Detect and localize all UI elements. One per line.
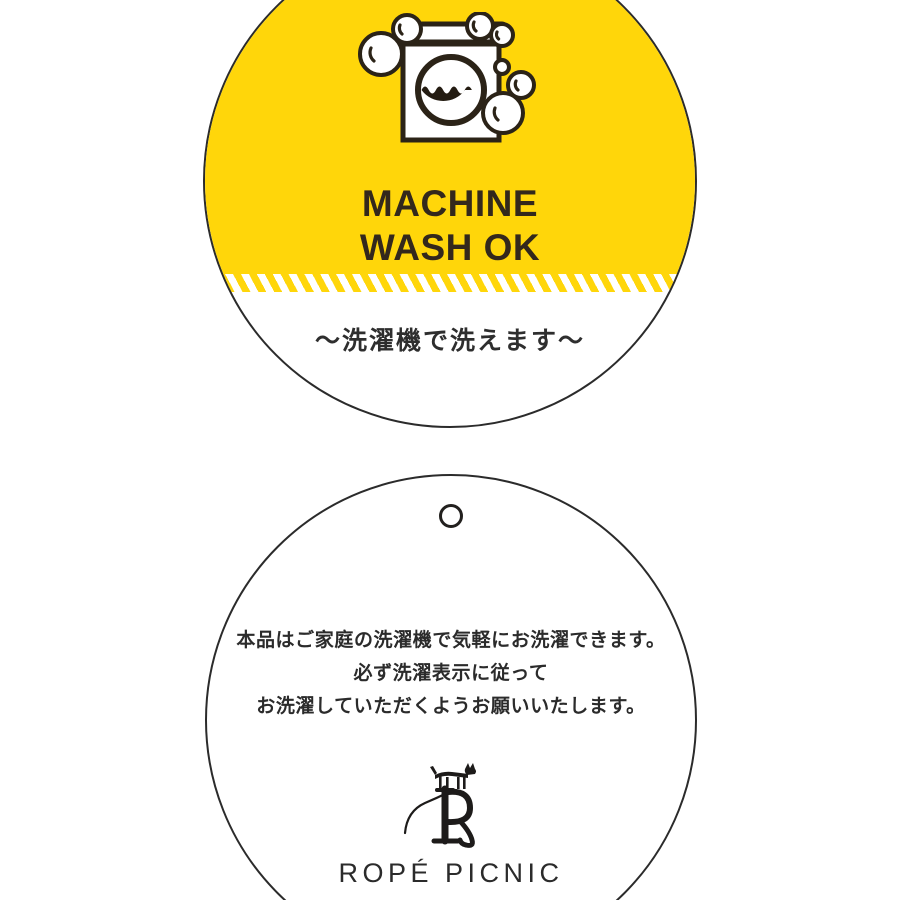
care-instructions-line1: 本品はご家庭の洗濯機で気軽にお洗濯できます。 [236, 629, 666, 651]
machine-wash-title: MACHINE WASH OK [205, 182, 695, 270]
machine-wash-title-line2: WASH OK [359, 227, 541, 268]
lower-hang-tag: 本品はご家庭の洗濯機で気軽にお洗濯できます。 必ず洗濯表示に従って お洗濯してい… [205, 474, 697, 900]
hang-tag-hole-icon [439, 504, 463, 528]
japanese-caption: 〜洗濯機で洗えます〜 [314, 326, 585, 355]
brand-name-text: ROPÉ PICNIC [338, 858, 564, 888]
upper-hang-tag: MACHINE WASH OK 〜洗濯機で洗えます〜 [203, 0, 697, 428]
care-instructions-line2: 必ず洗濯表示に従って [353, 662, 549, 684]
rope-picnic-r-with-dog-logo [403, 763, 476, 848]
care-instructions-line3: お洗濯していただくようお願いいたします。 [256, 695, 646, 717]
care-instructions-text: 本品はご家庭の洗濯機で気軽にお洗濯できます。 必ず洗濯表示に従って お洗濯してい… [207, 624, 695, 723]
washing-machine-with-bubbles-icon [358, 12, 536, 143]
diagonal-stripe-band [205, 274, 695, 292]
machine-wash-title-line1: MACHINE [361, 183, 539, 224]
